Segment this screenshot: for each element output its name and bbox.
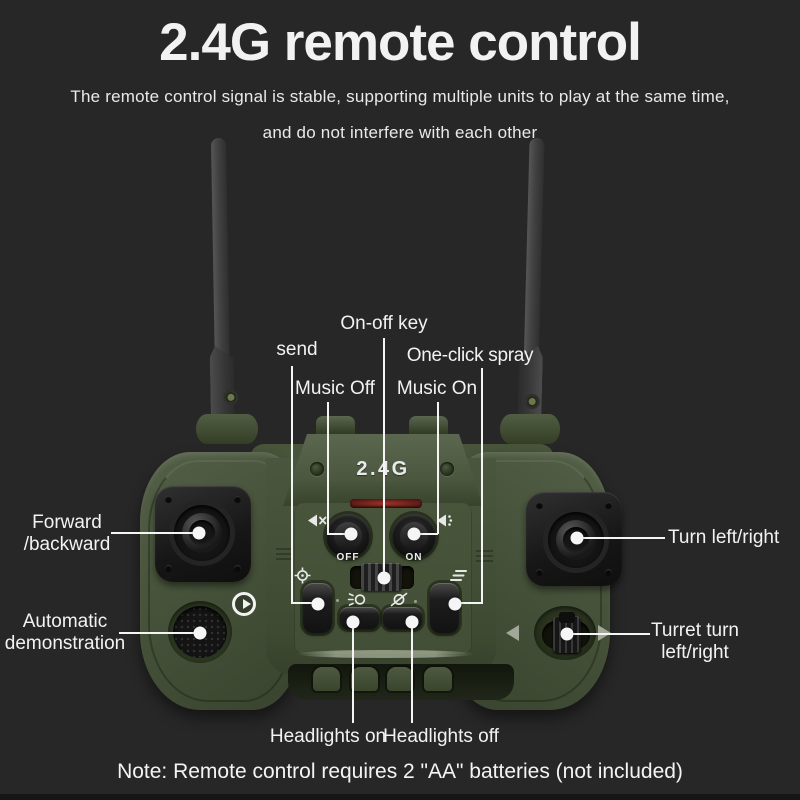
pad-screw — [234, 496, 241, 503]
joystick-right — [556, 520, 596, 560]
headlight-on-icon — [344, 592, 368, 607]
callout-dot — [192, 526, 206, 540]
label-music-on: Music On — [396, 378, 478, 399]
callout-dot — [311, 597, 325, 611]
label-automatic-line1: Automatic — [22, 611, 108, 632]
callout-dot — [405, 615, 419, 629]
speaker-icon — [435, 513, 454, 528]
housing-screw-right — [440, 462, 454, 476]
trim-knob-right — [409, 416, 448, 436]
callout-line-send — [291, 602, 319, 604]
mute-icon — [306, 513, 328, 528]
off-label: OFF — [336, 552, 360, 563]
pad-screw — [605, 569, 612, 576]
menu-icon — [450, 569, 467, 582]
label-headlights-on: Headlights on — [269, 726, 387, 747]
trim-knob-left — [316, 416, 355, 436]
callout-line-music-off — [327, 533, 352, 535]
callout-line-spray — [454, 602, 482, 604]
callout-line-demo — [119, 632, 200, 634]
power-led-strip — [350, 499, 422, 508]
marker-dot — [414, 600, 417, 603]
pad-screw — [165, 496, 172, 503]
callout-line-send — [291, 366, 293, 604]
callout-dot — [193, 626, 207, 640]
panel-ridges-left — [276, 548, 293, 561]
antenna-right-mount — [500, 414, 560, 444]
bottom-strip — [0, 794, 800, 800]
pad-screw — [536, 502, 543, 509]
callout-dot — [377, 571, 391, 585]
callout-line-headlight-on — [352, 623, 354, 723]
antenna-left-screw — [225, 391, 237, 403]
headlight-off-icon — [387, 592, 411, 607]
subtitle-line-2: and do not interfere with each other — [262, 123, 538, 142]
callout-dot — [407, 527, 421, 541]
callout-dot — [570, 531, 584, 545]
callout-dot — [448, 597, 462, 611]
label-send: send — [276, 339, 318, 360]
pad-screw — [234, 565, 241, 572]
play-triangle — [243, 599, 251, 609]
bottom-highlight — [296, 650, 474, 658]
page-title: 2.4G remote control — [159, 13, 642, 72]
pad-screw — [605, 502, 612, 509]
battery-note: Note: Remote control requires 2 "AA" bat… — [117, 760, 683, 783]
grip-notch — [351, 667, 378, 691]
callout-line-turn — [577, 537, 665, 539]
grip-notch — [424, 667, 452, 691]
label-automatic-demonstration: Automatic demonstration — [5, 611, 125, 655]
brand-logo: 2.4G — [356, 458, 409, 481]
label-forward-backward: Forward /backward — [24, 512, 111, 556]
label-forward-line1: Forward — [32, 512, 102, 533]
callout-dot — [346, 615, 360, 629]
antenna-left — [201, 137, 242, 429]
panel-ridges-right — [476, 550, 493, 563]
label-automatic-line2: demonstration — [4, 633, 126, 654]
callout-line-forward — [111, 532, 199, 534]
label-turret-turn: Turret turn left/right — [651, 620, 739, 664]
housing-screw-left — [310, 462, 324, 476]
label-turn-left-right: Turn left/right — [668, 527, 780, 548]
label-one-click-spray: One-click spray — [406, 345, 534, 366]
antenna-left-mount — [196, 414, 258, 444]
play-icon — [232, 592, 256, 616]
antenna-left-rod — [210, 137, 230, 357]
grip-notch — [387, 667, 413, 691]
marker-dot — [336, 599, 339, 602]
callout-line-headlight-off — [411, 623, 413, 723]
label-music-off: Music Off — [295, 378, 375, 399]
pad-screw — [165, 565, 172, 572]
label-turret-line1: Turret turn — [651, 620, 739, 641]
label-forward-line2: /backward — [23, 534, 111, 555]
arrow-left-icon — [506, 625, 519, 641]
callout-line-turret — [566, 633, 650, 635]
label-headlights-off: Headlights off — [383, 726, 499, 747]
on-label: ON — [405, 552, 423, 563]
callout-line-music-on — [437, 402, 439, 534]
pad-screw — [536, 569, 543, 576]
headlight-on-button — [340, 607, 379, 629]
subtitle-line-1: The remote control signal is stable, sup… — [70, 87, 730, 106]
callout-dot — [560, 627, 574, 641]
label-on-off-key: On-off key — [340, 313, 428, 334]
callout-dot — [344, 527, 358, 541]
callout-line-music-off — [327, 402, 329, 534]
antenna-right-rod — [523, 137, 545, 357]
callout-line-music-on — [413, 533, 438, 535]
turret-slider-cap — [559, 612, 575, 623]
grip-notch — [313, 667, 340, 691]
label-turret-line2: left/right — [661, 642, 729, 663]
callout-line-on-off — [383, 338, 385, 578]
crosshair-icon — [294, 567, 311, 584]
callout-line-spray — [481, 368, 483, 604]
antenna-right — [512, 137, 556, 429]
